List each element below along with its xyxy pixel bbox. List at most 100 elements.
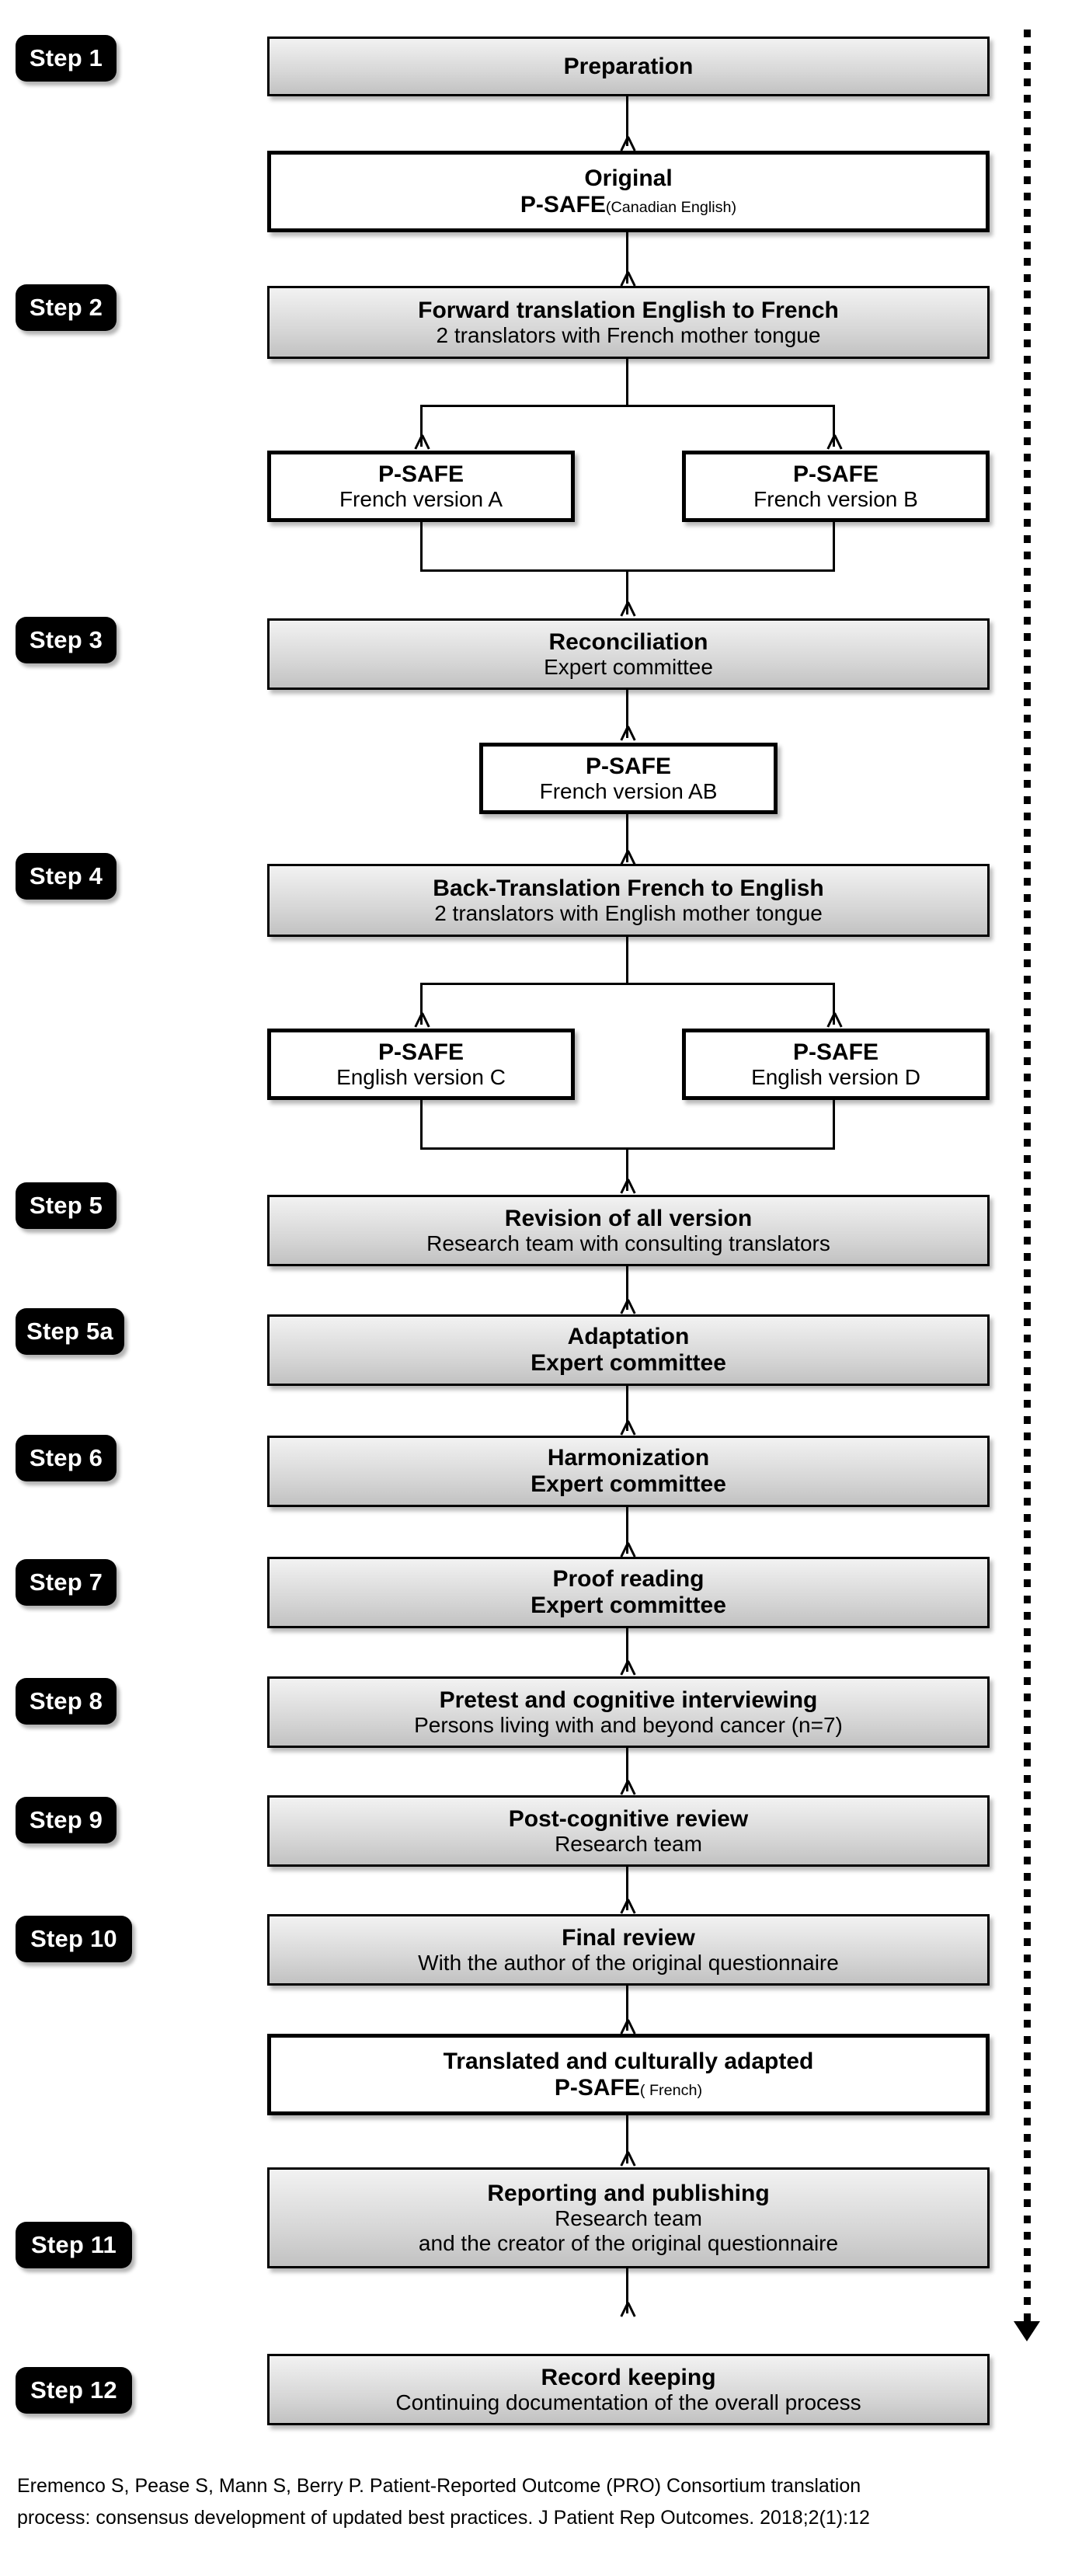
step-badge-step5: Step 5 bbox=[16, 1182, 117, 1229]
node-subtitle: With the author of the original question… bbox=[418, 1951, 839, 1976]
connector-line bbox=[420, 405, 835, 407]
node-subtitle-row: P-SAFE(Canadian English) bbox=[520, 192, 736, 218]
step-badge-step12: Step 12 bbox=[16, 2367, 132, 2414]
node-title: Forward translation English to French bbox=[418, 297, 839, 323]
connector-line bbox=[626, 1147, 628, 1191]
node-title: Post-cognitive review bbox=[508, 1805, 749, 1832]
connector-line bbox=[626, 937, 628, 985]
step-badge-label: Step 7 bbox=[29, 1568, 103, 1596]
node-title: P-SAFE bbox=[377, 461, 464, 487]
connector-line bbox=[420, 983, 835, 985]
connector-line bbox=[626, 569, 628, 614]
step-badge-label: Step 4 bbox=[29, 862, 103, 889]
step-badge-step7: Step 7 bbox=[16, 1559, 117, 1606]
connector-line bbox=[626, 96, 628, 146]
connector-line bbox=[833, 1100, 835, 1150]
rail-arrow-head-icon bbox=[1014, 2321, 1040, 2341]
node-subtitle: Continuing documentation of the overall … bbox=[395, 2390, 861, 2415]
node-psafe-french-ab: P-SAFE French version AB bbox=[479, 743, 778, 814]
node-reconciliation: Reconciliation Expert committee bbox=[267, 618, 990, 690]
step-badge-step3: Step 3 bbox=[16, 617, 117, 663]
node-record-keeping: Record keeping Continuing documentation … bbox=[267, 2354, 990, 2425]
node-subtitle: Expert committee bbox=[531, 1471, 726, 1497]
node-post-cognitive-review: Post-cognitive review Research team bbox=[267, 1795, 990, 1867]
step-badge-label: Step 1 bbox=[29, 44, 103, 71]
step-badge-step9: Step 9 bbox=[16, 1797, 117, 1843]
caption-line-2: process: consensus development of update… bbox=[17, 2506, 870, 2529]
node-pretest-cognitive-interviewing: Pretest and cognitive interviewing Perso… bbox=[267, 1676, 990, 1748]
connector-line bbox=[420, 405, 423, 447]
node-subtitle: Persons living with and beyond cancer (n… bbox=[414, 1713, 843, 1738]
connector-line bbox=[626, 232, 628, 284]
node-subtitle: 2 translators with French mother tongue bbox=[436, 323, 821, 348]
connector-line bbox=[626, 359, 628, 407]
node-title: Translated and culturally adapted bbox=[443, 2048, 814, 2074]
node-harmonization: Harmonization Expert committee bbox=[267, 1436, 990, 1507]
node-back-translation: Back-Translation French to English 2 tra… bbox=[267, 864, 990, 937]
node-title: Reconciliation bbox=[548, 628, 708, 655]
step-badge-step11: Step 11 bbox=[16, 2222, 132, 2268]
connector-line bbox=[833, 405, 835, 447]
node-preparation: Preparation bbox=[267, 37, 990, 96]
node-subtitle-secondary: and the creator of the original question… bbox=[418, 2230, 839, 2255]
step-badge-label: Step 10 bbox=[30, 1925, 117, 1952]
node-language-note: (Canadian English) bbox=[605, 198, 737, 216]
node-subtitle: French version A bbox=[339, 487, 503, 512]
connector-line bbox=[626, 690, 628, 738]
node-subtitle-row: P-SAFE( French) bbox=[555, 2075, 702, 2101]
figure-caption: Eremenco S, Pease S, Mann S, Berry P. Pa… bbox=[17, 2470, 1073, 2533]
node-title: P-SAFE bbox=[792, 1039, 879, 1065]
node-subtitle: Research team with consulting translator… bbox=[426, 1231, 830, 1256]
connector-line bbox=[626, 2115, 628, 2163]
connector-line bbox=[420, 522, 423, 572]
step-badge-label: Step 3 bbox=[29, 626, 103, 653]
step-badge-step2: Step 2 bbox=[16, 284, 117, 331]
step-badge-label: Step 9 bbox=[29, 1806, 103, 1833]
step-badge-step4: Step 4 bbox=[16, 853, 117, 900]
step-badge-step10: Step 10 bbox=[16, 1916, 132, 1962]
step-badge-step6: Step 6 bbox=[16, 1435, 117, 1481]
node-language-note: ( French) bbox=[639, 2081, 703, 2099]
step-badge-step8: Step 8 bbox=[16, 1678, 117, 1725]
step-badge-step5a: Step 5a bbox=[16, 1308, 124, 1355]
node-subtitle: English version C bbox=[336, 1065, 506, 1090]
node-revision-all-versions: Revision of all version Research team wi… bbox=[267, 1195, 990, 1266]
node-subtitle: Research team bbox=[555, 2206, 702, 2231]
connector-line bbox=[626, 1386, 628, 1431]
connector-line bbox=[833, 983, 835, 1025]
record-keeping-rail bbox=[1024, 30, 1031, 2325]
step-badge-label: Step 8 bbox=[29, 1687, 103, 1714]
node-subtitle: French version AB bbox=[539, 779, 718, 804]
connector-line bbox=[626, 1986, 628, 2031]
node-title: Adaptation bbox=[567, 1324, 690, 1350]
node-original-psafe: Original P-SAFE(Canadian English) bbox=[267, 151, 990, 232]
step-badge-step1: Step 1 bbox=[16, 35, 117, 82]
connector-line bbox=[420, 1100, 423, 1150]
connector-line bbox=[626, 1266, 628, 1310]
connector-line bbox=[626, 1628, 628, 1672]
connector-line bbox=[420, 983, 423, 1025]
node-title: Proof reading bbox=[552, 1566, 705, 1593]
connector-line bbox=[626, 1507, 628, 1554]
step-badge-label: Step 5 bbox=[29, 1192, 103, 1219]
step-badge-label: Step 11 bbox=[31, 2231, 117, 2258]
step-badge-label: Step 5a bbox=[26, 1318, 113, 1345]
node-title: P-SAFE bbox=[377, 1039, 464, 1065]
node-subtitle: Expert committee bbox=[544, 655, 713, 680]
node-reporting-publishing: Reporting and publishing Research team a… bbox=[267, 2167, 990, 2268]
connector-line bbox=[626, 1748, 628, 1791]
node-title: P-SAFE bbox=[792, 461, 879, 487]
node-title: Pretest and cognitive interviewing bbox=[439, 1687, 818, 1713]
node-title: Final review bbox=[562, 1924, 695, 1951]
connector-line bbox=[626, 814, 628, 862]
node-title: Preparation bbox=[563, 53, 694, 79]
step-badge-label: Step 12 bbox=[30, 2376, 117, 2404]
node-psafe-english-c: P-SAFE English version C bbox=[267, 1029, 575, 1100]
node-final-review: Final review With the author of the orig… bbox=[267, 1914, 990, 1986]
node-title: Back-Translation French to English bbox=[433, 875, 824, 901]
node-title: Original bbox=[584, 165, 673, 191]
node-translated-adapted-psafe: Translated and culturally adapted P-SAFE… bbox=[267, 2034, 990, 2115]
step-badge-label: Step 2 bbox=[29, 294, 103, 321]
connector-line bbox=[626, 2268, 628, 2313]
